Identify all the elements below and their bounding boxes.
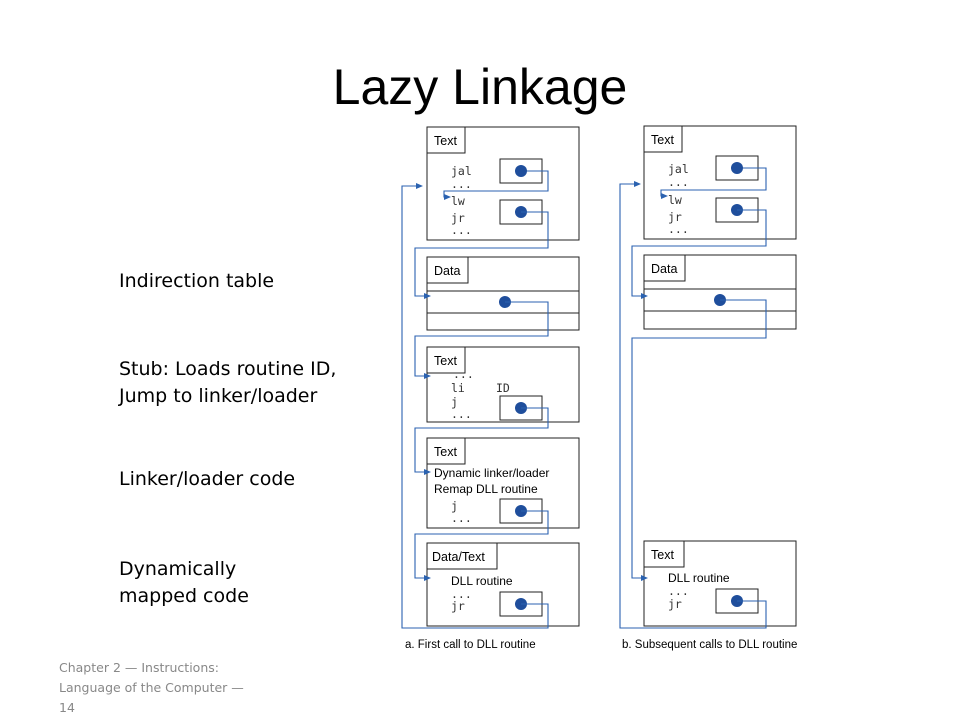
a-data-segment: Data bbox=[426, 256, 580, 331]
b-jal-instr: jal bbox=[668, 162, 689, 176]
footer-line2: Language of the Computer — bbox=[59, 680, 244, 695]
a-dll-ellipsis: ... bbox=[451, 587, 472, 601]
footer-line3: 14 bbox=[59, 700, 75, 715]
a-li-instr: li bbox=[451, 381, 465, 395]
footer: Chapter 2 — Instructions: Language of th… bbox=[59, 658, 259, 718]
b-dll-tab bbox=[643, 540, 685, 568]
b-data-segment: Data bbox=[643, 254, 797, 330]
a-linker-tab bbox=[426, 437, 466, 465]
a-remap-text: Remap DLL routine bbox=[434, 482, 538, 496]
b-data-tab-label: Data bbox=[651, 262, 677, 276]
a-ellipsis-2: ... bbox=[451, 223, 472, 237]
b-wire-table-to-dll bbox=[631, 299, 767, 581]
b-dll-tab-label: Text bbox=[651, 548, 674, 562]
b-dll-routine-text: DLL routine bbox=[668, 571, 730, 585]
a-linker-j-instr: j bbox=[451, 499, 458, 513]
b-text-tab bbox=[643, 125, 683, 153]
label-stub-line2: Jump to linker/loader bbox=[119, 385, 318, 407]
a-lw-instr: lw bbox=[451, 194, 465, 208]
a-ellipsis-1: ... bbox=[451, 177, 472, 191]
a-text-tab bbox=[426, 126, 466, 154]
footer-line1: Chapter 2 — Instructions: bbox=[59, 660, 219, 675]
b-dll-ellipsis: ... bbox=[668, 584, 689, 598]
a-data-tab bbox=[426, 256, 469, 284]
label-stub-line1: Stub: Loads routine ID, bbox=[119, 358, 337, 380]
a-stub-ellipsis-2: ... bbox=[451, 407, 472, 421]
a-jal-pointer bbox=[515, 165, 527, 177]
caption-a: a. First call to DLL routine bbox=[405, 639, 536, 651]
a-wire-lw-to-table bbox=[414, 211, 549, 299]
a-text-segment: Text jal ... lw jr ... bbox=[426, 126, 580, 241]
a-dll-jr-instr: jr bbox=[451, 599, 465, 613]
a-stub-tab bbox=[426, 346, 466, 374]
a-id-operand: ID bbox=[496, 381, 510, 395]
label-mapped-line1: Dynamically bbox=[119, 558, 237, 580]
a-linker-segment: Text Dynamic linker/loader Remap DLL rou… bbox=[426, 437, 580, 529]
panel-b: Text jal ... lw jr ... Data Text DLL rou… bbox=[619, 125, 797, 651]
b-data-tab bbox=[643, 254, 686, 282]
label-indirection-table: Indirection table bbox=[119, 270, 275, 292]
a-linker-ellipsis: ... bbox=[451, 511, 472, 525]
b-dll-jr-instr: jr bbox=[668, 597, 682, 611]
b-lw-instr: lw bbox=[668, 193, 682, 207]
b-wire-dll-return bbox=[619, 181, 767, 629]
a-dll-tab-label: Data/Text bbox=[432, 550, 485, 564]
a-wire-linker-to-dll bbox=[414, 510, 549, 581]
b-wire-jal-to-lw bbox=[660, 167, 767, 199]
label-stub: Stub: Loads routine ID, Jump to linker/l… bbox=[119, 356, 336, 410]
a-j-instr: j bbox=[451, 395, 458, 409]
a-stub-ellipsis-1: ... bbox=[453, 367, 474, 381]
b-ellipsis-1: ... bbox=[668, 175, 689, 189]
panel-a: Text jal ... lw jr ... Data Text ... bbox=[401, 126, 580, 651]
a-stub-segment: Text ... li ID j ... bbox=[426, 346, 580, 423]
a-dll-tab bbox=[426, 542, 498, 570]
a-wire-dll-return bbox=[401, 183, 549, 629]
b-jr-instr: jr bbox=[668, 210, 682, 224]
a-jal-instr: jal bbox=[451, 164, 472, 178]
b-dll-segment: Text DLL routine ... jr bbox=[643, 540, 797, 627]
b-ellipsis-2: ... bbox=[668, 222, 689, 236]
a-stub-tab-label: Text bbox=[434, 354, 457, 368]
b-text-segment: Text jal ... lw jr ... bbox=[643, 125, 797, 240]
a-data-tab-label: Data bbox=[434, 264, 460, 278]
label-dynamically-mapped: Dynamically mapped code bbox=[119, 556, 249, 610]
b-text-tab-label: Text bbox=[651, 133, 674, 147]
a-text-tab-label: Text bbox=[434, 134, 457, 148]
b-wire-lw-to-table bbox=[631, 209, 767, 299]
a-dll-segment: Data/Text DLL routine ... jr bbox=[426, 542, 580, 627]
label-linker-loader: Linker/loader code bbox=[119, 468, 296, 490]
slide-title: Lazy Linkage bbox=[332, 59, 628, 115]
a-linker-tab-label: Text bbox=[434, 445, 457, 459]
a-dynamic-linker-text: Dynamic linker/loader bbox=[434, 466, 549, 480]
a-jr-instr: jr bbox=[451, 211, 465, 225]
b-jal-pointer bbox=[731, 162, 743, 174]
a-dll-routine-text: DLL routine bbox=[451, 574, 513, 588]
a-wire-table-to-stub bbox=[414, 301, 549, 379]
caption-b: b. Subsequent calls to DLL routine bbox=[622, 639, 797, 651]
label-mapped-line2: mapped code bbox=[119, 585, 249, 607]
a-wire-jal-to-lw bbox=[443, 170, 549, 200]
a-wire-stub-to-linker bbox=[414, 407, 549, 475]
